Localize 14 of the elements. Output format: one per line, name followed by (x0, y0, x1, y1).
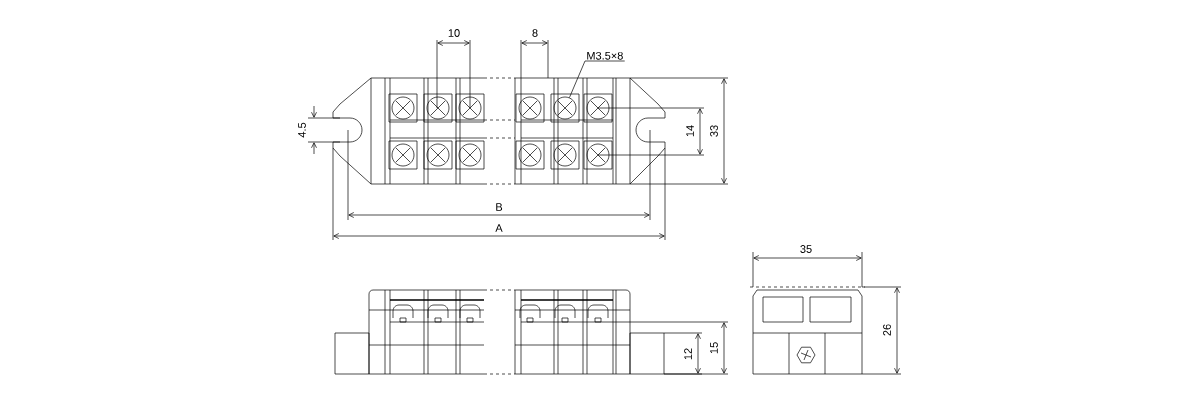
dimension-label: 26 (883, 324, 891, 336)
dimension-label: 15 (710, 342, 718, 354)
dimension-label: 10 (448, 29, 460, 37)
dimension-label: A (495, 224, 503, 232)
callout-text: M3.5×8 (584, 51, 626, 62)
dimension-label: 12 (684, 348, 692, 360)
dimension-label: 33 (710, 125, 718, 137)
screw (553, 96, 577, 120)
leader-line (569, 60, 586, 98)
dimension-label: 8 (532, 29, 538, 37)
dimension-label: B (496, 203, 503, 211)
dimension-label: 35 (800, 245, 812, 253)
dimension-label: 4.5 (298, 122, 306, 138)
dimension-label: 14 (686, 125, 694, 137)
